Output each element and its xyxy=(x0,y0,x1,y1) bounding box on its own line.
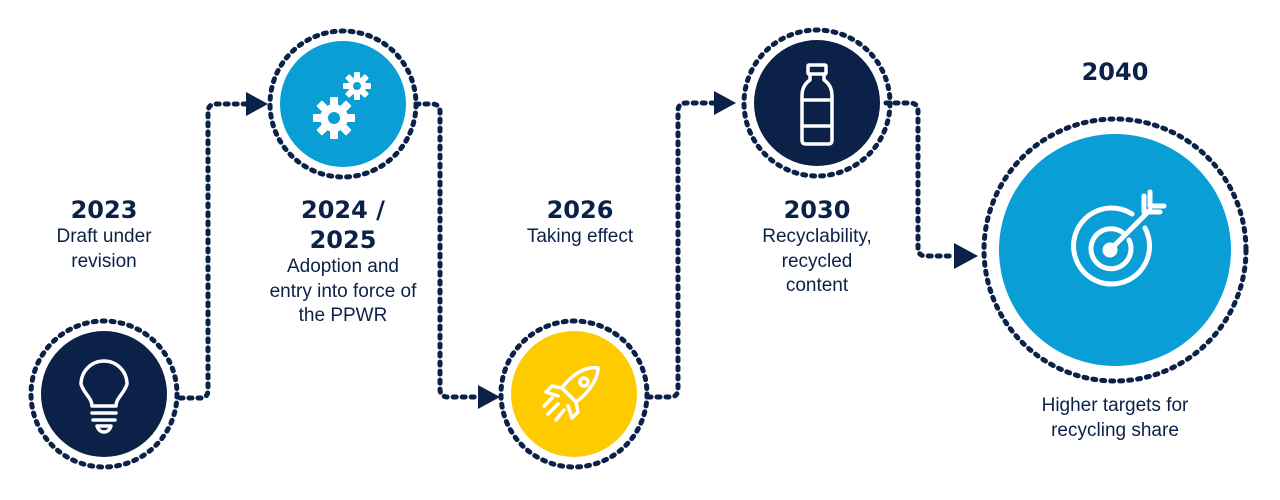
milestone-year: 2040 xyxy=(1081,58,1149,86)
milestone-description: Taking effect xyxy=(526,226,634,247)
arrowhead-4 xyxy=(954,243,978,269)
arrowhead-2 xyxy=(478,385,500,409)
milestone-description: Draft under revision xyxy=(56,226,152,272)
milestone-label-2023: 2023 Draft under revision xyxy=(34,195,174,274)
milestone-year: 2024 / 2025 xyxy=(301,196,385,254)
milestone-node-2026 xyxy=(498,318,650,470)
milestone-description: Recyclability, recycled content xyxy=(762,226,872,297)
milestone-node-2040 xyxy=(981,116,1249,384)
arrowhead-3 xyxy=(714,91,736,115)
gears-icon xyxy=(313,72,371,139)
target-icon xyxy=(1071,189,1167,287)
bottle-icon xyxy=(800,63,834,146)
milestone-year: 2026 xyxy=(546,196,614,224)
milestone-node-2023 xyxy=(28,318,180,470)
milestone-node-2030 xyxy=(741,27,893,179)
connector-4 xyxy=(883,100,953,259)
connector-1 xyxy=(177,101,251,401)
milestone-label-2024-2025: 2024 / 2025 Adoption and entry into forc… xyxy=(268,195,418,329)
connector-3 xyxy=(645,100,719,400)
milestone-description: Adoption and entry into force of the PPW… xyxy=(269,256,417,327)
arrowhead-1 xyxy=(246,92,268,116)
milestone-year: 2030 xyxy=(783,196,851,224)
milestone-description: Higher targets for recycling share xyxy=(1041,395,1189,441)
milestone-label-2026: 2026 Taking effect xyxy=(500,195,660,250)
milestone-node-2024-2025 xyxy=(267,28,419,180)
milestone-label-2030: 2030 Recyclability, recycled content xyxy=(742,195,892,299)
lightbulb-icon xyxy=(79,359,129,434)
milestone-description-2040: Higher targets for recycling share xyxy=(1020,394,1210,443)
milestone-year-2040: 2040 xyxy=(1045,57,1185,87)
connector-2 xyxy=(413,101,483,400)
milestone-year: 2023 xyxy=(70,196,138,224)
rocket-icon xyxy=(542,365,600,422)
